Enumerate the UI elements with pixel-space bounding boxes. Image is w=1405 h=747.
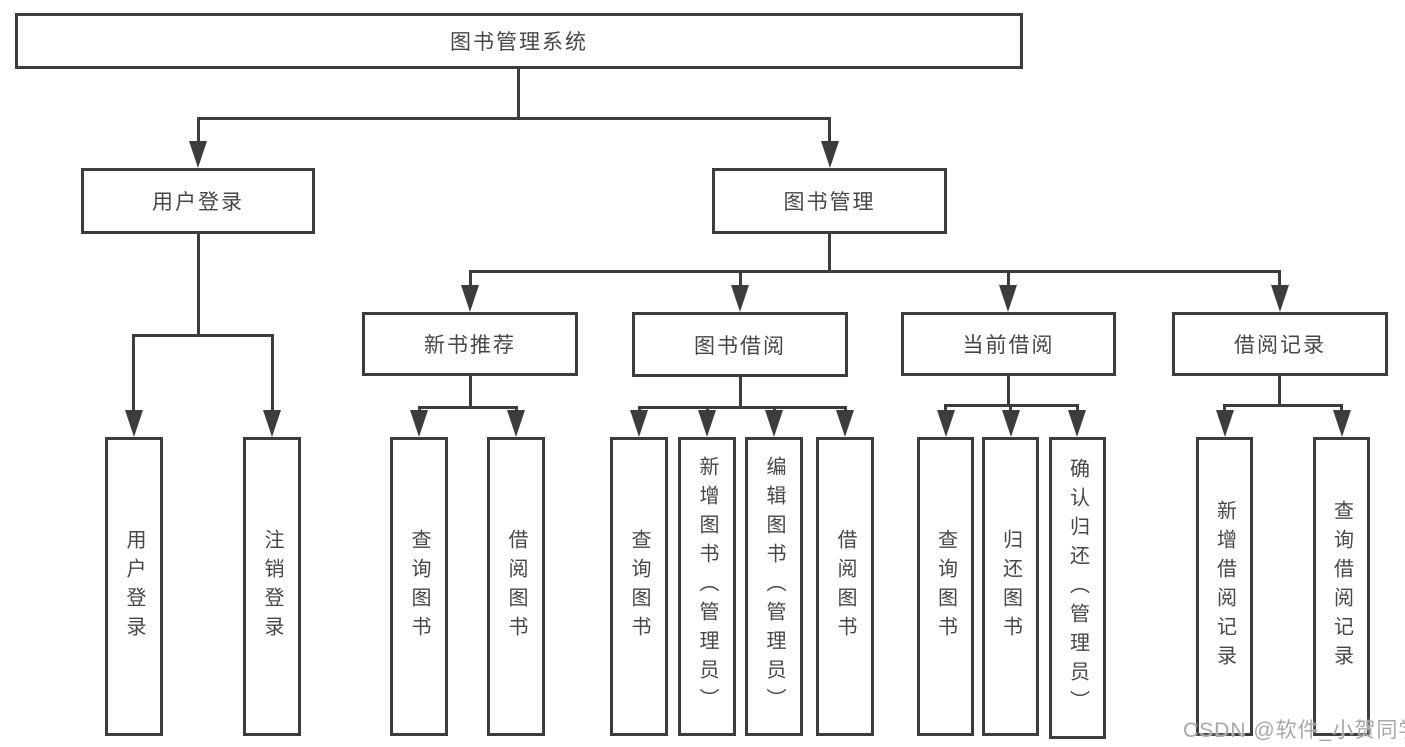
node-current-borrow: 当前借阅 [901,312,1116,376]
arrowhead-icon [189,141,207,168]
leaf-br-add-record-label: 新增借阅记录 [1213,499,1236,674]
arrowhead-icon [1333,410,1351,437]
arrowhead-icon [125,410,143,437]
connector-line [638,406,847,409]
leaf-br-add-record: 新增借阅记录 [1196,437,1253,736]
leaf-br-query-record-label: 查询借阅记录 [1330,499,1353,674]
leaf-bb-query-books-label: 查询图书 [628,528,650,645]
node-user-login: 用户登录 [81,168,315,234]
watermark: CSDN @软件_小贺同学 [1183,719,1405,742]
arrowhead-icon [410,410,428,437]
connector-line [197,117,831,120]
connector-line [197,232,200,336]
arrowhead-icon [1002,410,1020,437]
connector-line [469,270,472,288]
connector-line [132,334,274,337]
arrowhead-icon [461,285,479,312]
connector-line [944,404,947,414]
node-borrow-records: 借阅记录 [1172,312,1388,376]
leaf-logout-label: 注销登录 [261,528,283,645]
connector-line [469,374,472,408]
leaf-nbr-query-books-label: 查询图书 [408,528,430,645]
node-new-book-rec-label: 新书推荐 [424,334,516,357]
connector-line [828,232,831,273]
arrowhead-icon [263,410,281,437]
leaf-user-login: 用户登录 [105,437,163,736]
node-root-label: 图书管理系统 [450,31,588,54]
arrowhead-icon [765,410,783,437]
leaf-cb-return-books-label: 归还图书 [999,528,1022,645]
node-user-login-label: 用户登录 [152,191,244,214]
leaf-cb-query-books: 查询图书 [917,437,974,736]
leaf-cb-return-books: 归还图书 [982,437,1039,736]
connector-line [197,117,200,145]
connector-line [1223,404,1343,407]
arrowhead-icon [821,141,839,168]
connector-line [1007,270,1010,288]
connector-line [1007,374,1010,407]
arrowhead-icon [698,410,716,437]
connector-line [1340,404,1343,414]
arrowhead-icon [1068,410,1086,437]
node-new-book-rec: 新书推荐 [362,312,578,376]
node-book-borrow: 图书借阅 [632,312,848,377]
leaf-bb-borrow-books: 借阅图书 [816,437,874,736]
arrowhead-icon [507,410,525,437]
connector-line [739,375,742,408]
node-book-mgmt: 图书管理 [712,168,947,234]
arrowhead-icon [999,285,1017,312]
arrowhead-icon [1216,410,1234,437]
connector-line [739,270,742,288]
connector-line [271,334,274,414]
arrowhead-icon [1271,285,1289,312]
connector-line [828,117,831,145]
leaf-nbr-borrow-books-label: 借阅图书 [505,528,527,645]
connector-line [517,67,520,118]
node-book-borrow-label: 图书借阅 [694,334,786,358]
connector-line [469,270,1281,273]
node-book-mgmt-label: 图书管理 [783,191,876,214]
connector-line [418,406,518,409]
connector-line [1009,404,1012,414]
arrowhead-icon [937,410,955,437]
arrowhead-icon [731,285,749,312]
leaf-nbr-borrow-books: 借阅图书 [487,437,545,736]
arrowhead-icon [836,410,854,437]
connector-line [1278,270,1281,288]
leaf-cb-confirm-return-admin-label: 确认归还（管理员） [1066,457,1089,719]
leaf-bb-add-books-admin-label: 新增图书（管理员） [696,456,718,717]
leaf-bb-borrow-books-label: 借阅图书 [834,528,856,645]
leaf-bb-add-books-admin: 新增图书（管理员） [678,437,736,736]
connector-line [132,334,135,414]
connector-line [1076,404,1079,414]
node-root: 图书管理系统 [15,13,1023,69]
node-borrow-records-label: 借阅记录 [1234,334,1326,357]
leaf-cb-query-books-label: 查询图书 [934,528,957,645]
leaf-bb-edit-books-admin-label: 编辑图书（管理员） [763,456,785,717]
connector-line [1278,374,1281,407]
node-current-borrow-label: 当前借阅 [962,334,1055,357]
leaf-br-query-record: 查询借阅记录 [1313,437,1370,736]
arrowhead-icon [630,410,648,437]
connector-line [1223,404,1226,414]
leaf-bb-query-books: 查询图书 [610,437,668,736]
leaf-user-login-label: 用户登录 [123,528,145,645]
leaf-logout: 注销登录 [243,437,301,736]
leaf-bb-edit-books-admin: 编辑图书（管理员） [745,437,803,736]
leaf-cb-confirm-return-admin: 确认归还（管理员） [1049,437,1106,739]
leaf-nbr-query-books: 查询图书 [390,437,448,736]
